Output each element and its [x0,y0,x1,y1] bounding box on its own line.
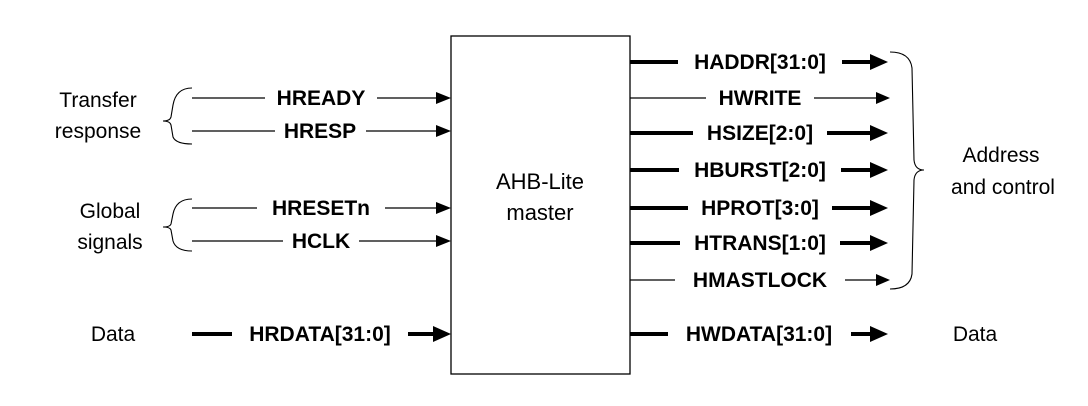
signal-label: HTRANS[1:0] [694,232,826,255]
signal-label: HREADY [277,87,366,110]
arrow-head [870,326,888,342]
signal-label: HRESP [284,120,356,143]
signal-label: HMASTLOCK [693,269,827,292]
signal-label: HWRITE [719,87,802,110]
input-signal-hrdata: HRDATA[31:0] [192,323,451,346]
input-signal-hresp: HRESP [192,120,451,143]
arrow-head [870,125,888,141]
arrow-head [870,235,888,251]
arrow-head [870,200,888,216]
signal-label: HSIZE[2:0] [707,122,813,145]
output-signal-hmastlock: HMASTLOCK [630,269,890,292]
output-signal-htrans: HTRANS[1:0] [630,232,888,255]
output-signal-hwrite: HWRITE [630,87,890,110]
signal-label: HADDR[31:0] [694,51,826,74]
signal-label: HPROT[3:0] [701,197,819,220]
arrow-head [436,92,451,104]
input-signal-hready: HREADY [192,87,451,110]
data-out-label: Data [953,323,998,346]
data-in-label: Data [91,323,136,346]
global-signals-label-line2: signals [77,231,142,254]
block-title-line2: master [506,200,573,225]
master-block [450,35,631,375]
arrow-head [870,54,888,70]
arrow-head [436,125,451,137]
transfer-response-brace [162,87,193,145]
address-control-brace [889,51,925,290]
address-control-label-line1: Address [962,144,1039,167]
arrow-head [433,326,451,342]
transfer-response-label-line1: Transfer [59,89,136,112]
global-signals-label-line1: Global [80,200,141,223]
block-title-line1: AHB-Lite [496,169,584,194]
address-control-label-line2: and control [951,176,1055,199]
signal-label: HBURST[2:0] [694,159,826,182]
output-signal-hprot: HPROT[3:0] [630,197,888,220]
signal-label: HRESETn [272,197,370,220]
arrow-head [876,92,890,104]
input-signal-hclk: HCLK [192,230,451,253]
global-signals-brace [162,198,193,252]
signal-label: HRDATA[31:0] [249,323,391,346]
signal-label: HCLK [292,230,350,253]
arrow-head [876,274,890,286]
output-signal-hsize: HSIZE[2:0] [630,122,888,145]
output-signal-haddr: HADDR[31:0] [630,51,888,74]
input-signal-hresetn: HRESETn [192,197,451,220]
arrow-head [436,235,451,247]
arrow-head [870,162,888,178]
transfer-response-label-line2: response [55,120,141,143]
signal-label: HWDATA[31:0] [686,323,832,346]
arrow-head [436,202,451,214]
output-signal-hwdata: HWDATA[31:0] [630,323,888,346]
output-signal-hburst: HBURST[2:0] [630,159,888,182]
